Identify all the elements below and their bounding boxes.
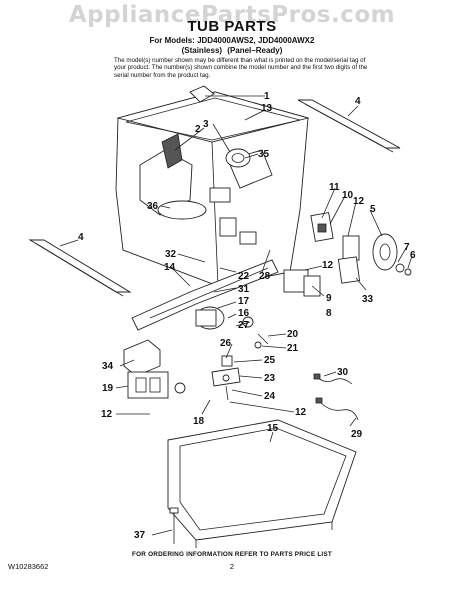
- watermark: AppliancePartsPros.com: [68, 2, 396, 28]
- callout-34: 34: [102, 361, 114, 372]
- callout-labels: 1 13 4 2 3 35 36 11 10 12 5 7 6 4 32 14 …: [78, 91, 416, 541]
- lower-right-parts: [211, 333, 269, 401]
- callout-4: 4: [355, 96, 361, 107]
- callout-27: 27: [238, 320, 250, 331]
- callout-7: 7: [404, 242, 410, 253]
- callout-22: 22: [238, 271, 250, 282]
- callout-37: 37: [134, 530, 146, 541]
- part-3: [225, 148, 251, 168]
- part-2: [161, 133, 183, 169]
- callout-25: 25: [264, 355, 276, 366]
- rail-4-left: [28, 239, 132, 297]
- callout-31: 31: [238, 284, 250, 295]
- callout-29: 29: [351, 429, 363, 440]
- middle-parts: [283, 269, 321, 297]
- callout-11: 11: [329, 182, 340, 193]
- callout-18: 18: [193, 416, 205, 427]
- callout-35: 35: [258, 149, 270, 160]
- pump-assembly: [131, 259, 279, 331]
- rail-4-right: [297, 99, 401, 153]
- callout-12: 12: [353, 196, 365, 207]
- callout-12c: 12: [101, 409, 113, 420]
- tub: [115, 85, 310, 287]
- screw-37: [169, 507, 179, 544]
- callout-9: 9: [326, 293, 332, 304]
- callout-14: 14: [164, 262, 176, 273]
- page-number: 2: [229, 562, 235, 571]
- callout-32: 32: [165, 249, 177, 260]
- callout-16: 16: [238, 308, 250, 319]
- leader-lines: [59, 95, 413, 536]
- callout-28: 28: [259, 271, 271, 282]
- callout-36: 36: [147, 201, 159, 212]
- callout-20: 20: [287, 329, 299, 340]
- callout-30: 30: [337, 367, 349, 378]
- models-line: For Models: JDD4000AWS2, JDD4000AWX2: [149, 36, 315, 45]
- ordering-info: FOR ORDERING INFORMATION REFER TO PARTS …: [132, 551, 332, 558]
- right-side-parts: [310, 212, 412, 284]
- model-note: The model(s) number shown may be differe…: [114, 57, 368, 79]
- callout-5: 5: [370, 204, 376, 215]
- callout-13: 13: [261, 103, 273, 114]
- callout-21: 21: [287, 343, 299, 354]
- callout-23: 23: [264, 373, 276, 384]
- page-title: TUB PARTS: [187, 18, 277, 35]
- callout-12d: 12: [295, 407, 307, 418]
- callout-1: 1: [264, 91, 270, 102]
- wire-harnesses: [313, 373, 359, 421]
- callout-10: 10: [342, 190, 354, 201]
- callout-15: 15: [267, 423, 279, 434]
- callout-24: 24: [264, 391, 276, 402]
- callout-19: 19: [102, 383, 114, 394]
- base-pan: [167, 419, 357, 548]
- callout-6: 6: [410, 250, 416, 261]
- variants-line: (Stainless) (Panel–Ready): [181, 46, 283, 55]
- callout-12b: 12: [322, 260, 334, 271]
- part-34: [123, 339, 161, 377]
- callout-3: 3: [203, 119, 209, 130]
- part-19: [127, 371, 186, 399]
- callout-4b: 4: [78, 232, 84, 243]
- document-number: W10283662: [8, 562, 49, 571]
- callout-26: 26: [220, 338, 232, 349]
- callout-2: 2: [195, 124, 201, 135]
- callout-8: 8: [326, 308, 332, 319]
- callout-33: 33: [362, 294, 374, 305]
- callout-17: 17: [238, 296, 250, 307]
